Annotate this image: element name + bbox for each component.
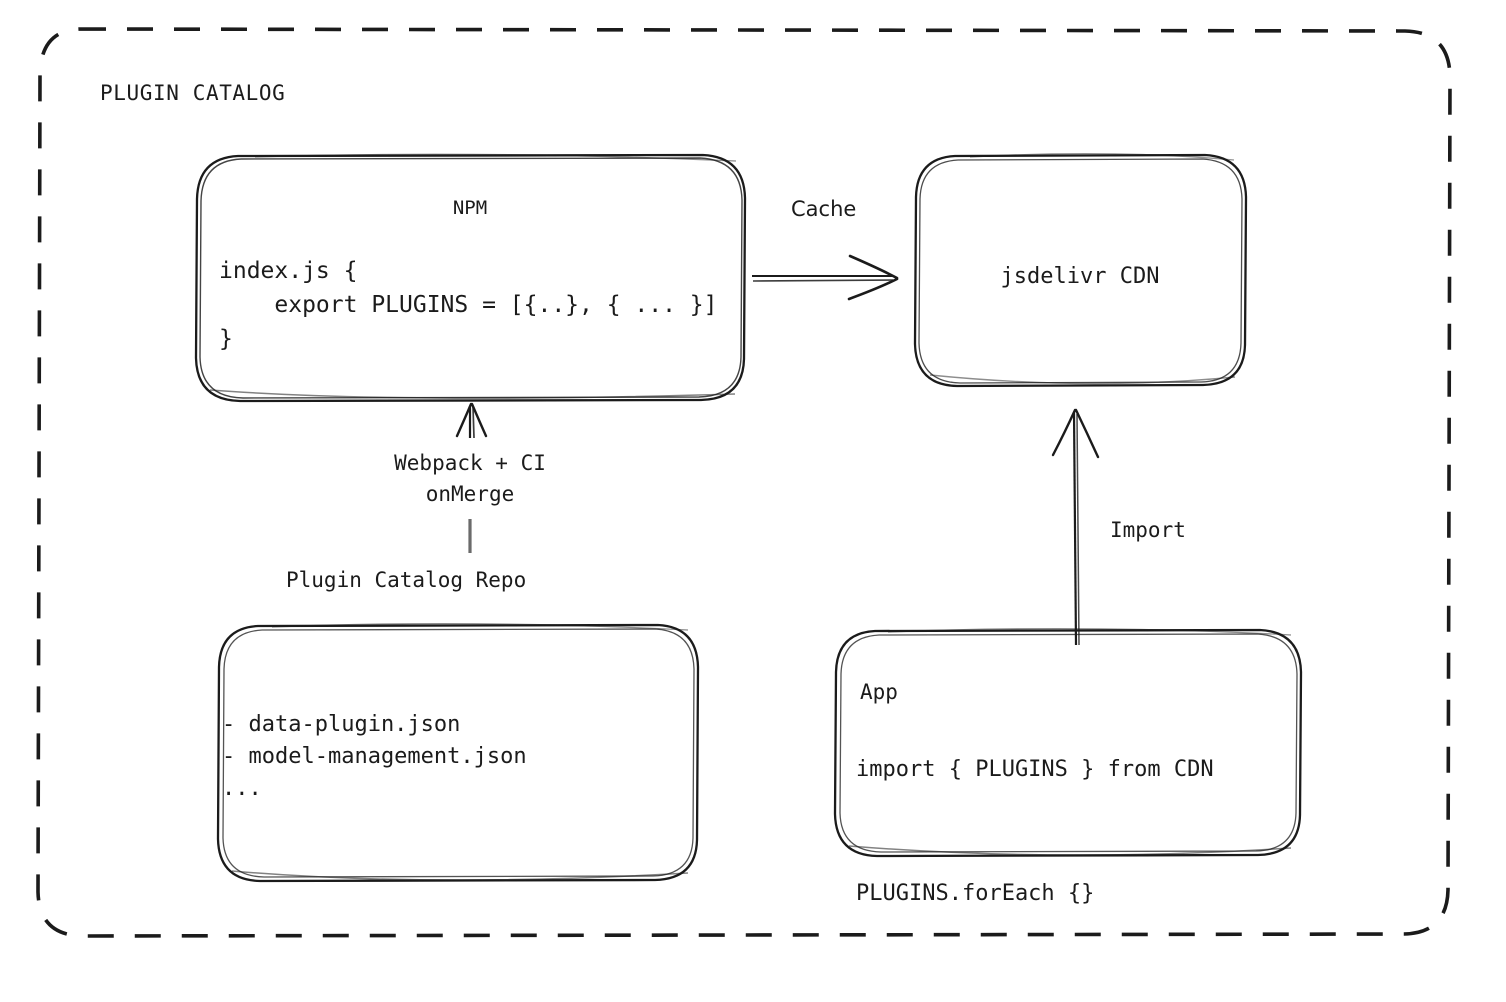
repo-node-label: Plugin Catalog Repo (286, 568, 527, 592)
cache-edge-label: Cache (791, 197, 857, 221)
cdn-node-title: jsdelivr CDN (1000, 264, 1160, 289)
plugin-catalog-title: PLUGIN CATALOG (100, 81, 286, 105)
npm-node-code: index.js { export PLUGINS = [{..}, { ...… (219, 258, 718, 352)
app-node-title: App (860, 680, 898, 704)
repo-node-files: - data-plugin.json - model-management.js… (222, 712, 527, 801)
npm-node-title: NPM (452, 197, 488, 219)
app-node-code: import { PLUGINS } from CDN PLUGINS.forE… (856, 757, 1214, 906)
import-edge-label: Import (1110, 518, 1186, 542)
build-edge-label: Webpack + CI onMerge (394, 451, 546, 506)
